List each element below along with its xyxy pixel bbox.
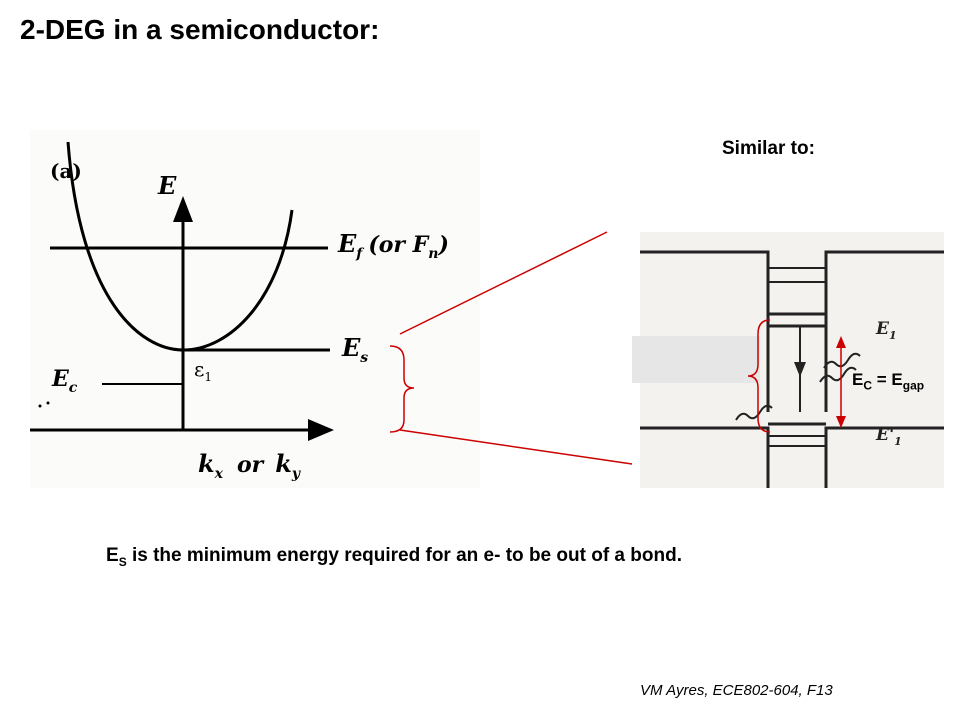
zoom-line-bottom xyxy=(399,429,633,465)
k-axis-arrowhead xyxy=(308,419,334,441)
quantum-well-diagram: E1 E'1 xyxy=(640,250,944,488)
egap-label: EC = Egap xyxy=(852,370,925,393)
epsilon1-label: ε1 xyxy=(194,357,213,384)
footer-credit: VM Ayres, ECE802-604, F13 xyxy=(640,682,833,699)
ec-label: Ec xyxy=(51,366,78,396)
egap-arrowhead-bottom xyxy=(836,416,846,428)
right-brace xyxy=(747,319,771,433)
slide-title: 2-DEG in a semiconductor: xyxy=(20,14,380,45)
upper-band-right xyxy=(824,250,944,412)
zoom-line-top xyxy=(399,231,608,335)
e-axis-arrowhead xyxy=(173,196,193,222)
es-label: Es xyxy=(341,333,368,366)
left-brace xyxy=(389,345,415,433)
lower-band-right xyxy=(824,426,944,488)
upper-band-left xyxy=(640,250,770,412)
photon-in-icon xyxy=(735,404,773,421)
photon-out-icon xyxy=(823,352,861,369)
e1-label: E1 xyxy=(875,319,897,342)
ef-label: Ef(or Fn) xyxy=(337,229,449,262)
similar-to-label: Similar to: xyxy=(722,138,815,159)
stray-dot xyxy=(38,404,42,408)
es-definition-note: ES is the minimum energy required for an… xyxy=(106,545,682,569)
e-axis-label: E xyxy=(157,171,177,200)
egap-arrowhead-top xyxy=(836,336,846,348)
transition-arrowhead xyxy=(794,362,806,377)
panel-label: (a) xyxy=(50,159,82,183)
stray-dot xyxy=(46,401,50,405)
lower-band-left xyxy=(640,426,770,488)
e1-prime-label: E'1 xyxy=(875,425,902,448)
photon-out-icon xyxy=(819,366,857,383)
grey-highlight-box xyxy=(632,336,760,383)
